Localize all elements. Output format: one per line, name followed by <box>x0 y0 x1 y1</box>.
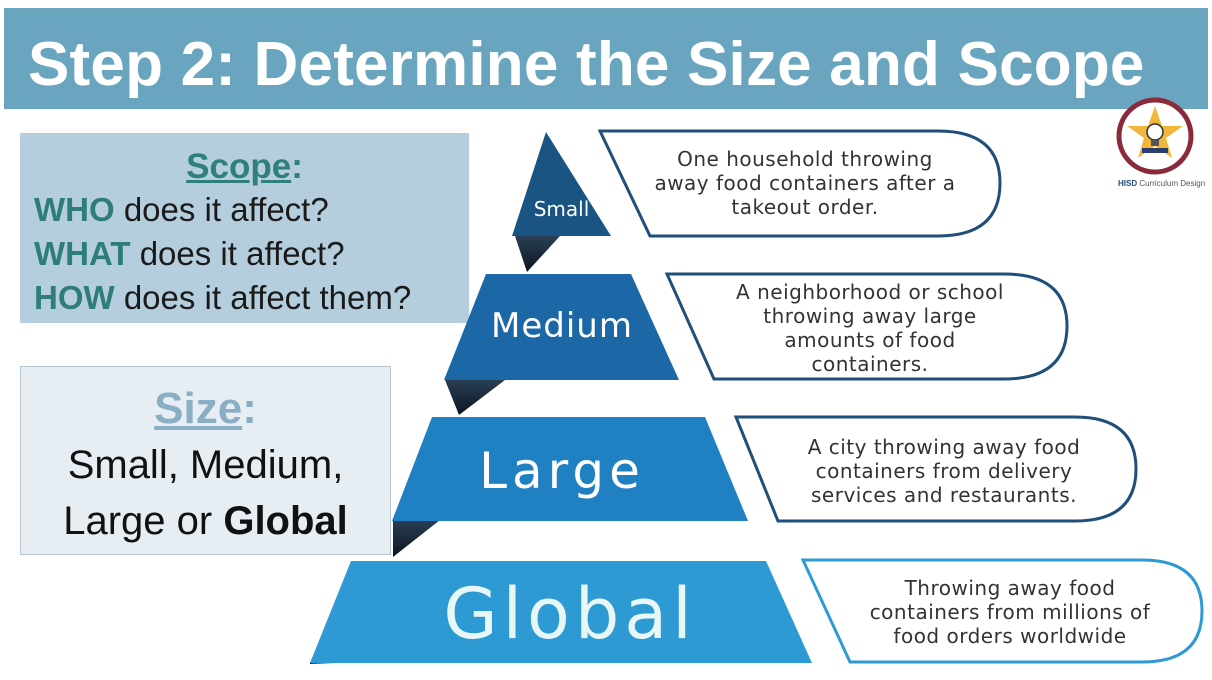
size-line-1: Small, Medium, <box>67 443 344 487</box>
slide-title: Step 2: Determine the Size and Scope <box>28 30 1145 99</box>
scope-keyword: WHO <box>34 191 115 228</box>
scope-question-text: does it affect? <box>114 191 329 228</box>
size-heading: Size: <box>21 385 390 433</box>
logo-text-rest: Curriculum Design <box>1137 179 1206 188</box>
size-line-2-bold: Global <box>223 499 348 543</box>
pyramid-tier-global <box>310 561 812 663</box>
logo-text-bold: HISD <box>1118 179 1138 188</box>
pyramid-tier-small <box>512 132 611 236</box>
scope-heading: Scope: <box>20 147 469 187</box>
description-line: takeout order. <box>731 195 879 219</box>
description-small: One household throwing away food contain… <box>625 147 985 219</box>
scope-question-what: WHAT does it affect? <box>34 234 345 274</box>
tier-label-large: Large <box>479 442 645 500</box>
description-medium: A neighborhood or school throwing away l… <box>686 280 1054 376</box>
size-heading-colon: : <box>242 384 257 433</box>
pyramid-fold-2 <box>445 380 505 415</box>
description-line: One household throwing <box>677 147 933 171</box>
description-global: Throwing away food containers from milli… <box>825 576 1195 648</box>
callout-medium <box>664 272 1069 381</box>
pyramid-fold-1 <box>515 236 560 272</box>
description-large: A city throwing away food containers fro… <box>760 435 1128 507</box>
scope-heading-colon: : <box>291 147 303 186</box>
description-line: A neighborhood or school <box>736 280 1004 304</box>
scope-keyword: WHAT <box>34 235 131 272</box>
description-line: food orders worldwide <box>893 624 1127 648</box>
title-bar: Step 2: Determine the Size and Scope <box>4 8 1208 109</box>
description-line: containers from millions of <box>869 600 1151 624</box>
description-line: throwing away large <box>763 304 977 328</box>
callout-large <box>733 415 1138 523</box>
scope-box: Scope: WHO does it affect? WHAT does it … <box>20 133 469 323</box>
pyramid-fold-3 <box>393 520 440 557</box>
description-line: amounts of food <box>784 328 956 352</box>
size-line-2-prefix: Large or <box>63 499 224 543</box>
size-line-2: Large or Global <box>21 497 390 545</box>
scope-question-who: WHO does it affect? <box>34 190 329 230</box>
description-line: A city throwing away food <box>807 435 1081 459</box>
scope-question-how: HOW does it affect them? <box>34 278 411 318</box>
tier-label-medium: Medium <box>491 306 633 346</box>
description-line: containers from delivery <box>815 459 1073 483</box>
size-box: Size: Small, Medium, Large or Global <box>20 366 391 555</box>
tier-label-small: Small <box>533 197 590 221</box>
scope-question-text: does it affect them? <box>114 279 412 316</box>
scope-heading-word: Scope <box>186 147 292 186</box>
callout-global <box>800 558 1204 664</box>
tier-label-global: Global <box>443 573 697 655</box>
pyramid-tier-medium <box>444 274 679 380</box>
logo-text: HISD Curriculum Design <box>1118 179 1205 188</box>
pyramid-tier-large <box>392 417 748 521</box>
description-line: away food containers after a <box>654 171 956 195</box>
scope-question-text: does it affect? <box>130 235 345 272</box>
description-line: services and restaurants. <box>811 483 1077 507</box>
star-lightbulb-icon <box>1116 97 1194 175</box>
scope-keyword: HOW <box>34 279 115 316</box>
callout-small <box>597 129 1002 238</box>
size-heading-word: Size <box>154 384 243 433</box>
description-line: containers. <box>811 352 929 376</box>
description-line: Throwing away food <box>904 576 1116 600</box>
